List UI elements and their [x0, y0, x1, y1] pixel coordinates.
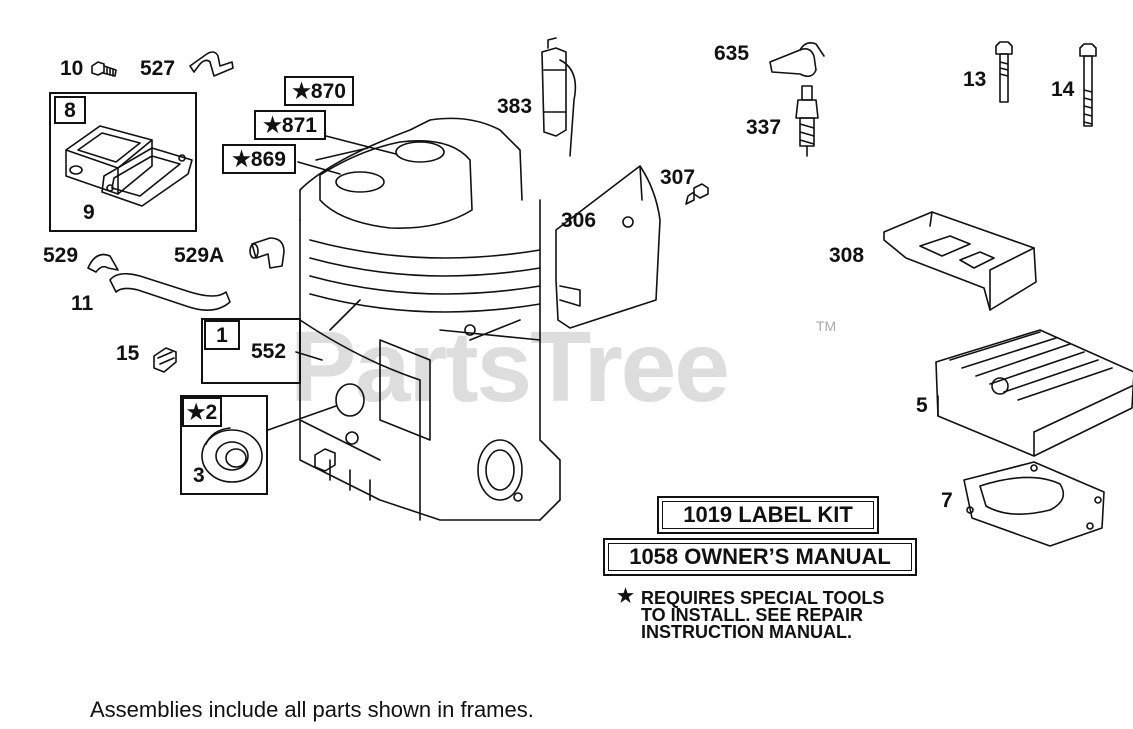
callout-10: 10 [60, 57, 84, 80]
callout-5: 5 [916, 394, 928, 417]
part-383-module-drawing [541, 37, 577, 157]
callout-527: 527 [140, 57, 176, 80]
callout-1: 1 [204, 320, 240, 350]
part-337-sparkplug-drawing [795, 85, 819, 157]
note-line-3: INSTRUCTION MANUAL. [641, 622, 852, 642]
part-15-plug-drawing [153, 347, 177, 373]
note-line-2: TO INSTALL. SEE REPAIR [641, 605, 864, 625]
label-kit-box: 1019 LABEL KIT [657, 496, 879, 534]
part-7-head-gasket-drawing [963, 461, 1105, 547]
callout-529: 529 [43, 244, 79, 267]
engine-block-drawing [299, 117, 561, 521]
part-14-bolt-drawing [1079, 43, 1097, 127]
callout-3: 3 [193, 464, 205, 487]
part-13-bolt-drawing [995, 41, 1013, 103]
part-306-shield-drawing [555, 165, 661, 329]
owners-manual-text: 1058 OWNER’S MANUAL [629, 544, 891, 569]
star-icon: ★ [617, 586, 635, 607]
callout-635: 635 [714, 42, 750, 65]
callout-15: 15 [116, 342, 140, 365]
callout-13: 13 [963, 68, 987, 91]
part-308-bracket-drawing [883, 211, 1037, 311]
callout-871: ★871 [254, 110, 326, 140]
callout-9: 9 [83, 201, 95, 224]
assembly-frame-1 [201, 318, 301, 384]
callout-308: 308 [829, 244, 865, 267]
callout-383: 383 [497, 95, 533, 118]
part-529-clip-drawing [87, 253, 119, 273]
part-529a-elbow-drawing [249, 237, 285, 269]
owners-manual-box: 1058 OWNER’S MANUAL [603, 538, 917, 576]
callout-307: 307 [660, 166, 696, 189]
part-635-boot-drawing [769, 42, 825, 78]
callout-14: 14 [1051, 78, 1075, 101]
part-3-seal-drawing [201, 427, 263, 483]
note-line-1: REQUIRES SPECIAL TOOLS [641, 588, 885, 608]
callout-529a: 529A [174, 244, 225, 267]
part-307-screw-drawing [685, 183, 709, 205]
part-5-cylinder-head-drawing [935, 329, 1133, 457]
callout-7: 7 [941, 489, 953, 512]
callout-2: ★2 [182, 397, 222, 427]
part-11-hose-drawing [109, 272, 231, 311]
assembly-frame-2 [180, 395, 268, 495]
part-9-gasket-drawing [101, 147, 193, 207]
callout-869: ★869 [222, 144, 296, 174]
callout-8: 8 [54, 96, 86, 124]
label-kit-text: 1019 LABEL KIT [683, 502, 853, 527]
callout-337: 337 [746, 116, 782, 139]
callout-552: 552 [251, 340, 287, 363]
leader-lines [267, 135, 397, 431]
assembly-frame-8 [49, 92, 197, 232]
part-10-screw-drawing [91, 61, 117, 77]
assemblies-footnote: Assemblies include all parts shown in fr… [90, 697, 534, 722]
part-527-clamp-drawing [189, 51, 234, 77]
watermark-trademark: TM [816, 318, 837, 334]
callout-11: 11 [71, 292, 94, 315]
callout-306: 306 [561, 209, 597, 232]
callout-870: ★870 [284, 76, 354, 106]
